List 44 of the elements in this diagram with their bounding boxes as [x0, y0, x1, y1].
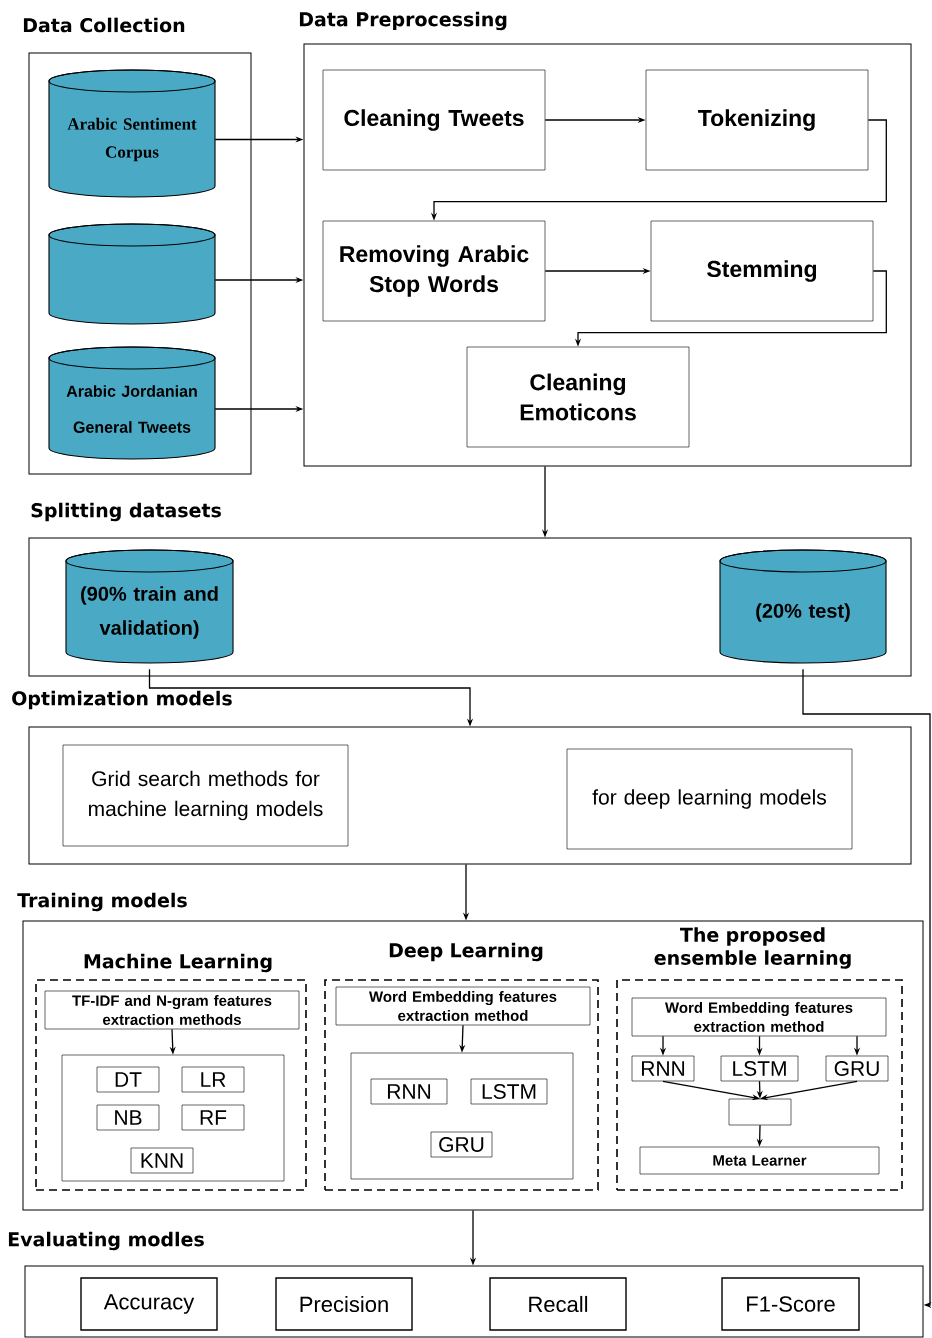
process-box: GRU	[825, 1055, 889, 1082]
process-box: LR	[181, 1066, 245, 1093]
process-box: Tokenizing	[645, 69, 869, 171]
process-box: Word Embedding features extraction method	[335, 986, 591, 1026]
process-box: RF	[181, 1104, 245, 1131]
process-box: RNN	[370, 1078, 448, 1105]
database-cylinder	[48, 223, 216, 325]
process-box: GRU	[430, 1131, 493, 1158]
section-heading: Data Preprocessing	[299, 11, 507, 31]
section-heading: The proposed ensemble learning	[654, 927, 851, 969]
process-box	[350, 1052, 574, 1180]
section-heading: Training models	[17, 892, 187, 912]
database-cylinder: (90% train and validation)	[65, 549, 234, 664]
process-box: Meta Learner	[639, 1146, 880, 1175]
process-box: LSTM	[470, 1078, 548, 1105]
process-box: Precision	[275, 1277, 413, 1331]
section-heading: Data Collection	[23, 17, 185, 33]
process-box	[728, 1098, 792, 1126]
process-box: F1-Score	[721, 1277, 860, 1331]
section-heading: Evaluating modles	[8, 1231, 204, 1251]
section-heading: Deep Learning	[389, 942, 543, 962]
database-cylinder: (20% test)	[719, 549, 887, 664]
process-box: Grid search methods for machine learning models	[62, 744, 349, 847]
process-box: TF-IDF and N-gram features extraction methods	[44, 990, 300, 1030]
process-box: KNN	[130, 1147, 194, 1174]
process-box: RNN	[631, 1055, 695, 1082]
process-box: Recall	[489, 1277, 627, 1331]
process-box: Removing Arabic Stop Words	[322, 220, 546, 322]
process-box: for deep learning models	[566, 748, 853, 850]
section-heading: Splitting datasets	[31, 502, 221, 522]
arrow	[802, 668, 932, 1309]
process-box: Cleaning Tweets	[322, 69, 546, 171]
process-box: Stemming	[650, 220, 874, 322]
process-box: Accuracy	[80, 1277, 218, 1331]
process-box: Cleaning Emoticons	[466, 346, 690, 448]
process-box: Word Embedding features extraction method	[631, 997, 887, 1037]
database-cylinder: Arabic Jordanian General Tweets	[48, 346, 216, 460]
section-heading: Machine Learning	[84, 953, 272, 973]
section-heading: Optimization models	[12, 690, 232, 710]
process-box	[61, 1054, 285, 1182]
process-box: NB	[96, 1104, 160, 1131]
process-box: DT	[96, 1066, 160, 1093]
process-box: LSTM	[720, 1055, 799, 1082]
database-cylinder: Arabic Sentiment Corpus	[48, 69, 216, 198]
